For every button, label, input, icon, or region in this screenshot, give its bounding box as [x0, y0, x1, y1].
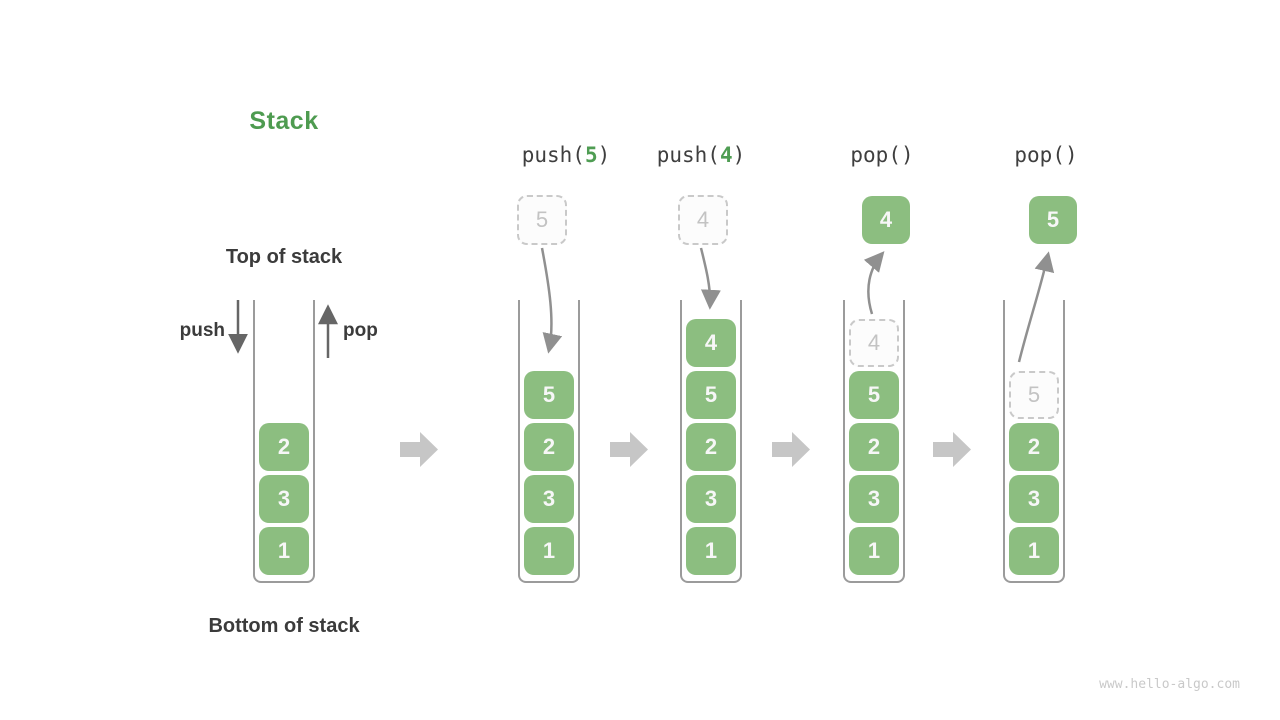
stack-cell: 2 [849, 423, 899, 471]
stack-cell: 5 [686, 371, 736, 419]
stack-container-base: 2 3 1 [253, 300, 315, 583]
push-4-flow-arrow-icon [699, 247, 721, 310]
next-step-arrow-icon [610, 432, 648, 467]
stack-title: Stack [249, 107, 319, 135]
stack-cell: 5 [849, 371, 899, 419]
stack-cell: 3 [524, 475, 574, 523]
stack-cell: 2 [686, 423, 736, 471]
stack-container-after-push-5: 5 2 3 1 [518, 300, 580, 583]
stack-cell: 2 [524, 423, 574, 471]
staged-value-box-push-5: 5 [517, 195, 567, 245]
watermark: www.hello-algo.com [1099, 677, 1240, 692]
op-text: push( [656, 143, 720, 167]
stack-cell: 1 [524, 527, 574, 575]
stack-cell: 2 [1009, 423, 1059, 471]
stack-cell: 3 [849, 475, 899, 523]
op-label-pop-2: pop() [946, 143, 1146, 167]
op-text: pop() [1014, 143, 1078, 167]
op-label-push-4: push(4) [601, 143, 801, 167]
stack-cell: 3 [686, 475, 736, 523]
popped-value-box-5: 5 [1029, 196, 1077, 244]
op-arg: 5 [584, 143, 598, 167]
op-label-pop-1: pop() [782, 143, 982, 167]
op-text: push( [521, 143, 585, 167]
stack-cell-popped: 4 [849, 319, 899, 367]
push-label: push [179, 320, 225, 341]
op-arg: 4 [719, 143, 733, 167]
next-step-arrow-icon [400, 432, 438, 467]
stack-cell: 3 [1009, 475, 1059, 523]
bottom-of-stack-label: Bottom of stack [208, 615, 360, 637]
op-label-push-5: push(5) [466, 143, 666, 167]
stack-cell: 1 [259, 527, 309, 575]
staged-value-box-push-4: 4 [678, 195, 728, 245]
stack-container-after-push-4: 4 5 2 3 1 [680, 300, 742, 583]
stack-cell: 5 [524, 371, 574, 419]
op-text: ) [597, 143, 611, 167]
next-step-arrow-icon [933, 432, 971, 467]
stack-cell: 4 [686, 319, 736, 367]
stack-cell: 1 [686, 527, 736, 575]
stack-cell: 1 [849, 527, 899, 575]
pop-label: pop [343, 320, 378, 341]
next-step-arrow-icon [772, 432, 810, 467]
top-of-stack-label: Top of stack [225, 246, 343, 268]
stack-container-after-pop-1: 4 5 2 3 1 [843, 300, 905, 583]
popped-value-box-4: 4 [862, 196, 910, 244]
op-text: pop() [850, 143, 914, 167]
op-text: ) [732, 143, 746, 167]
stack-cell: 2 [259, 423, 309, 471]
stack-cell: 3 [259, 475, 309, 523]
stack-container-after-pop-2: 5 2 3 1 [1003, 300, 1065, 583]
stack-cell-popped: 5 [1009, 371, 1059, 419]
stack-cell: 1 [1009, 527, 1059, 575]
